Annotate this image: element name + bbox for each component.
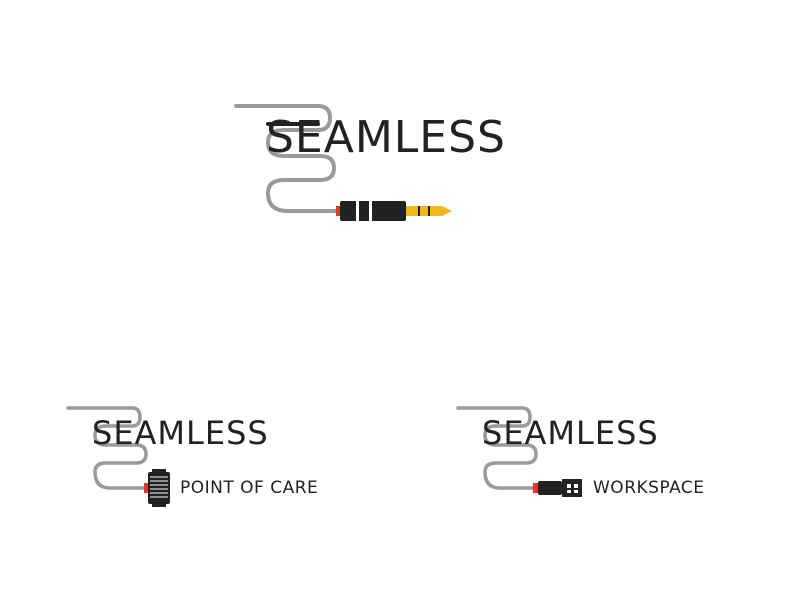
usb-plug-icon [533,479,582,497]
seamless-main-logo: SEAMLESS [0,0,792,260]
brand-wordmark: SEAMLESS [92,414,269,452]
cable-icon [456,406,538,490]
brand-wordmark: SEAMLESS [266,112,506,163]
tagline: WORKSPACE [593,478,705,498]
cable-icon [234,104,340,213]
seamless-point-of-care-logo: SEAMLESS POINT OF CARE [0,390,396,520]
brand-wordmark: SEAMLESS [482,414,659,452]
seamless-workspace-logo: SEAMLESS WORKSPACE [396,390,792,520]
audio-jack-icon [336,201,452,221]
multi-pin-connector-icon [144,469,170,507]
cable-icon [66,406,148,490]
tagline: POINT OF CARE [180,478,319,498]
